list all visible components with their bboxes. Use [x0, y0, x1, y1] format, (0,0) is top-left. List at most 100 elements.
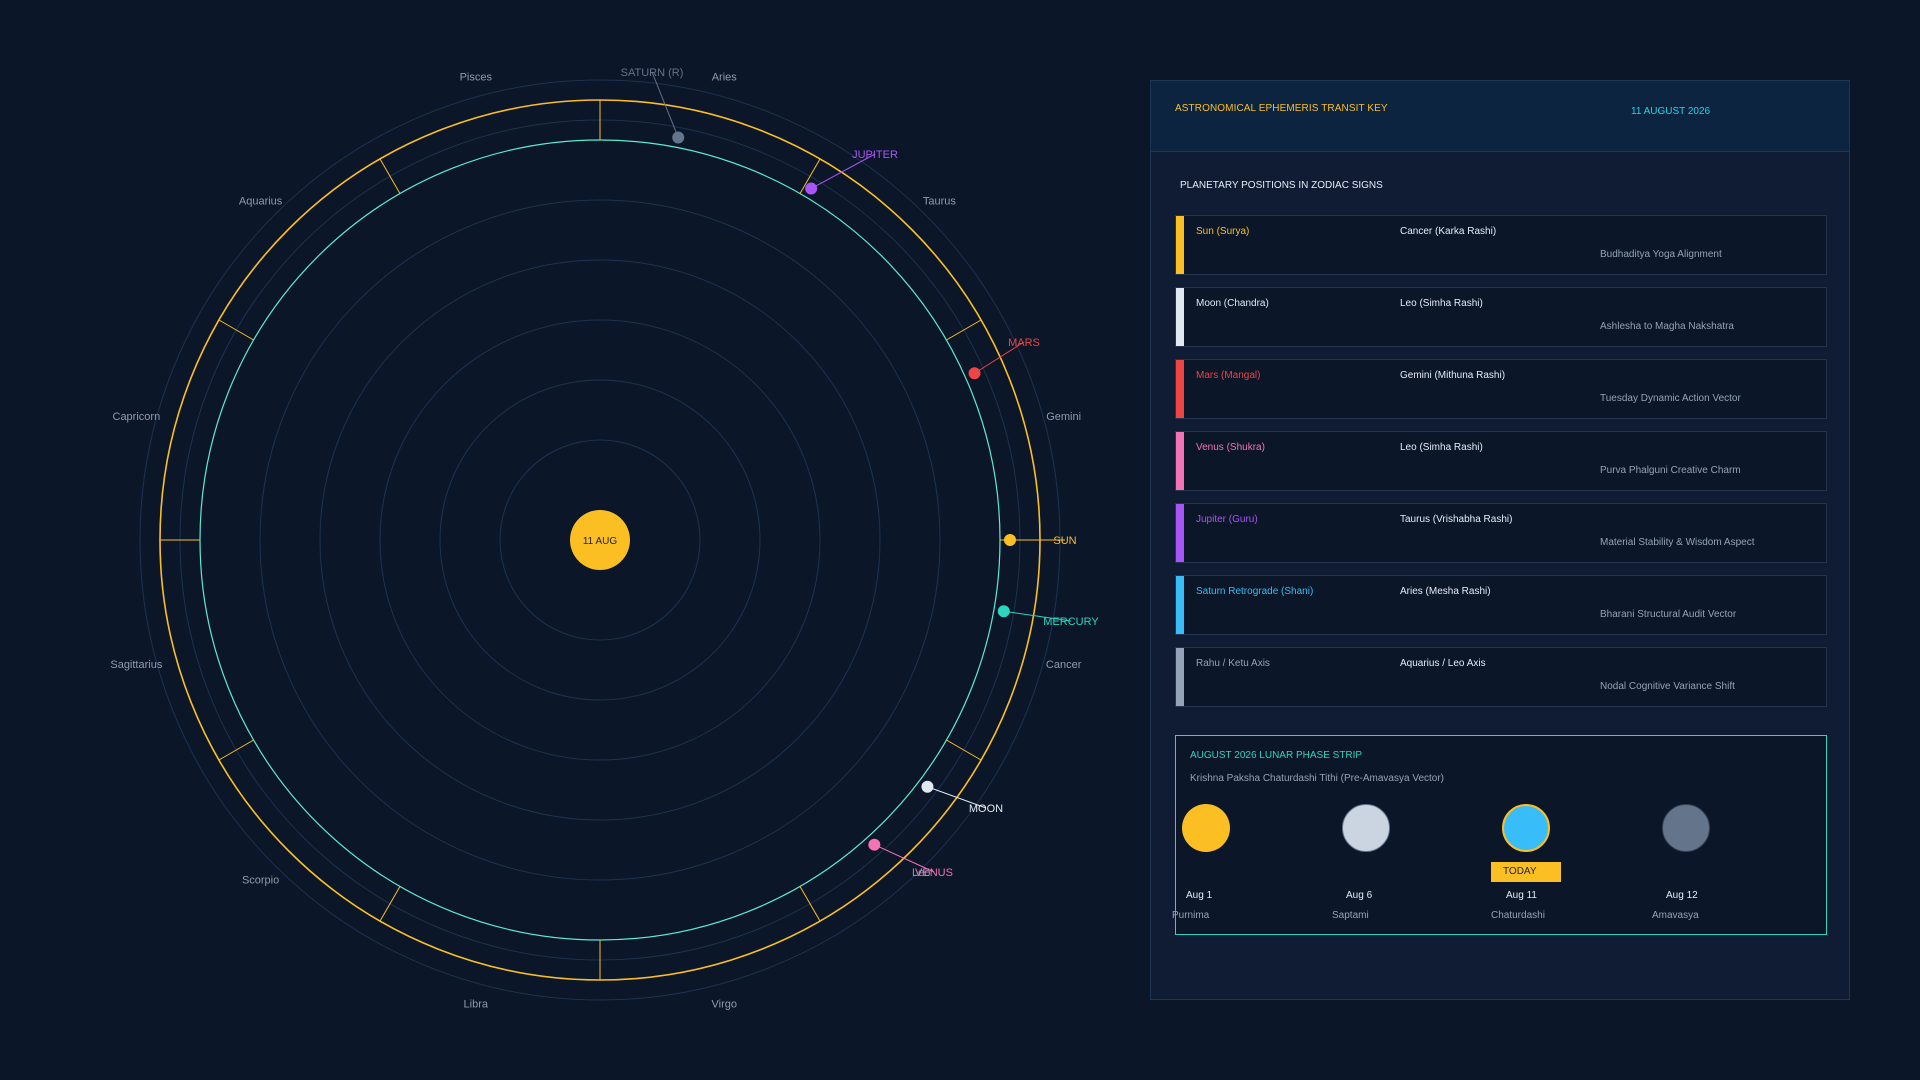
row-zodiac-sign: Gemini (Mithuna Rashi)	[1400, 370, 1506, 381]
row-note: Nodal Cognitive Variance Shift	[1600, 681, 1735, 692]
row-zodiac-sign: Cancer (Karka Rashi)	[1400, 226, 1497, 237]
sign-divider	[799, 158, 821, 194]
sign-label-cancer: Cancer	[1046, 659, 1082, 671]
lunar-phase-aug-6: Aug 6 Saptami	[1332, 804, 1456, 924]
orbit-ring	[499, 439, 701, 641]
sign-label-sagittarius: Sagittarius	[110, 659, 162, 671]
planet-label-sun: SUN	[1053, 535, 1076, 547]
orbit-ring	[379, 319, 821, 761]
phase-date: Aug 11	[1506, 890, 1537, 901]
planet-leader-jupiter	[810, 153, 876, 190]
planet-label-jupiter: JUPITER	[852, 149, 898, 161]
sign-label-capricorn: Capricorn	[113, 411, 161, 423]
planet-marker-moon	[921, 780, 934, 793]
row-note: Material Stability & Wisdom Aspect	[1600, 537, 1755, 548]
row-planet-name: Sun (Surya)	[1196, 226, 1250, 237]
planet-row-venus: Venus (Shukra) Leo (Simha Rashi) Purva P…	[1175, 431, 1827, 491]
sign-divider	[799, 886, 821, 922]
panel-date: 11 AUGUST 2026	[1631, 106, 1711, 117]
sign-label-pisces: Pisces	[460, 71, 493, 83]
row-planet-name: Moon (Chandra)	[1196, 298, 1269, 309]
section-title: PLANETARY POSITIONS IN ZODIAC SIGNS	[1180, 180, 1383, 191]
row-planet-name: Venus (Shukra)	[1196, 442, 1265, 453]
row-planet-name: Mars (Mangal)	[1196, 370, 1261, 381]
row-zodiac-sign: Taurus (Vrishabha Rashi)	[1400, 514, 1513, 525]
planet-row-moon: Moon (Chandra) Leo (Simha Rashi) Ashlesh…	[1175, 287, 1827, 347]
planet-leader-mercury	[1003, 610, 1072, 622]
row-note: Purva Phalguni Creative Charm	[1600, 465, 1741, 476]
planet-leader-moon	[927, 786, 987, 809]
planet-marker-jupiter	[805, 182, 818, 195]
planet-label-saturn-r: SATURN (R)	[621, 67, 684, 79]
row-color-bar	[1176, 576, 1184, 634]
planet-row-mars: Mars (Mangal) Gemini (Mithuna Rashi) Tue…	[1175, 359, 1827, 419]
planet-leader-saturn-r	[651, 71, 679, 138]
panel-title: ASTRONOMICAL EPHEMERIS TRANSIT KEY	[1175, 103, 1388, 114]
row-zodiac-sign: Aquarius / Leo Axis	[1400, 658, 1486, 669]
panel-header: ASTRONOMICAL EPHEMERIS TRANSIT KEY 11 AU…	[1151, 81, 1849, 152]
planet-leader-mars	[974, 341, 1025, 374]
sign-label-aries: Aries	[712, 71, 738, 83]
moon-phase-icon	[1662, 804, 1710, 852]
sign-label-virgo: Virgo	[711, 999, 736, 1011]
planet-row-saturn: Saturn Retrograde (Shani) Aries (Mesha R…	[1175, 575, 1827, 635]
orbit-ring	[319, 259, 881, 821]
planet-marker-mercury	[997, 605, 1010, 618]
row-color-bar	[1176, 216, 1184, 274]
row-planet-name: Jupiter (Guru)	[1196, 514, 1258, 525]
sign-label-scorpio: Scorpio	[242, 874, 279, 886]
center-sun-disc	[570, 510, 630, 570]
phase-name: Chaturdashi	[1491, 910, 1545, 921]
phase-date: Aug 12	[1666, 890, 1698, 901]
row-color-bar	[1176, 432, 1184, 490]
lunar-strip-subtitle: Krishna Paksha Chaturdashi Tithi (Pre-Am…	[1190, 773, 1444, 784]
sign-divider	[218, 319, 254, 341]
planet-marker-sun	[1004, 534, 1016, 546]
phase-name: Saptami	[1332, 910, 1369, 921]
row-note: Ashlesha to Magha Nakshatra	[1600, 321, 1734, 332]
orbit-ring	[259, 199, 941, 881]
sign-label-gemini: Gemini	[1046, 411, 1081, 423]
row-color-bar	[1176, 288, 1184, 346]
row-zodiac-sign: Leo (Simha Rashi)	[1400, 442, 1483, 453]
sign-divider	[379, 158, 401, 194]
row-zodiac-sign: Aries (Mesha Rashi)	[1400, 586, 1491, 597]
phase-name: Purnima	[1172, 910, 1210, 921]
lunar-phase-aug-11: Aug 11 Chaturdashi	[1491, 804, 1616, 924]
zodiac-wheel: AriesTaurusGeminiCancerVirgoLibraScorpio…	[110, 67, 1099, 1011]
row-color-bar	[1176, 504, 1184, 562]
sign-divider	[379, 886, 401, 922]
sign-divider	[218, 739, 254, 761]
planet-row-rahu-ketu: Rahu / Ketu Axis Aquarius / Leo Axis Nod…	[1175, 647, 1827, 707]
planet-marker-mars	[968, 367, 981, 380]
planet-position-list: Sun (Surya) Cancer (Karka Rashi) Budhadi…	[1175, 215, 1827, 719]
lunar-strip-title: AUGUST 2026 LUNAR PHASE STRIP	[1190, 750, 1363, 761]
row-color-bar	[1176, 360, 1184, 418]
center-date-label: 11 AUG	[583, 536, 617, 547]
phase-date: Aug 1	[1186, 890, 1213, 901]
planet-label-mercury: MERCURY	[1043, 616, 1099, 628]
lunar-phase-aug-1: Aug 1 Purnima	[1172, 804, 1296, 924]
row-planet-name: Rahu / Ketu Axis	[1196, 658, 1270, 669]
planet-label-mars: MARS	[1008, 337, 1040, 349]
sign-label-libra: Libra	[464, 999, 489, 1011]
planet-row-sun: Sun (Surya) Cancer (Karka Rashi) Budhadi…	[1175, 215, 1827, 275]
phase-name: Amavasya	[1652, 910, 1699, 921]
today-badge: TODAY	[1491, 862, 1561, 882]
row-color-bar	[1176, 648, 1184, 706]
planet-row-jupiter: Jupiter (Guru) Taurus (Vrishabha Rashi) …	[1175, 503, 1827, 563]
sign-divider	[946, 319, 982, 341]
planet-leader-venus	[874, 844, 935, 873]
row-note: Bharani Structural Audit Vector	[1600, 609, 1737, 620]
lunar-phase-aug-12: Aug 12 Amavasya	[1652, 804, 1776, 924]
planet-label-venus: VENUS	[915, 867, 953, 879]
planet-marker-saturn-r	[672, 131, 685, 144]
phase-date: Aug 6	[1346, 890, 1373, 901]
row-zodiac-sign: Leo (Simha Rashi)	[1400, 298, 1483, 309]
row-note: Budhaditya Yoga Alignment	[1600, 249, 1722, 260]
moon-phase-icon	[1342, 804, 1390, 852]
moon-phase-icon	[1502, 804, 1550, 852]
orbit-ring	[439, 379, 761, 701]
planet-marker-venus	[868, 838, 881, 851]
sign-divider	[946, 739, 982, 761]
